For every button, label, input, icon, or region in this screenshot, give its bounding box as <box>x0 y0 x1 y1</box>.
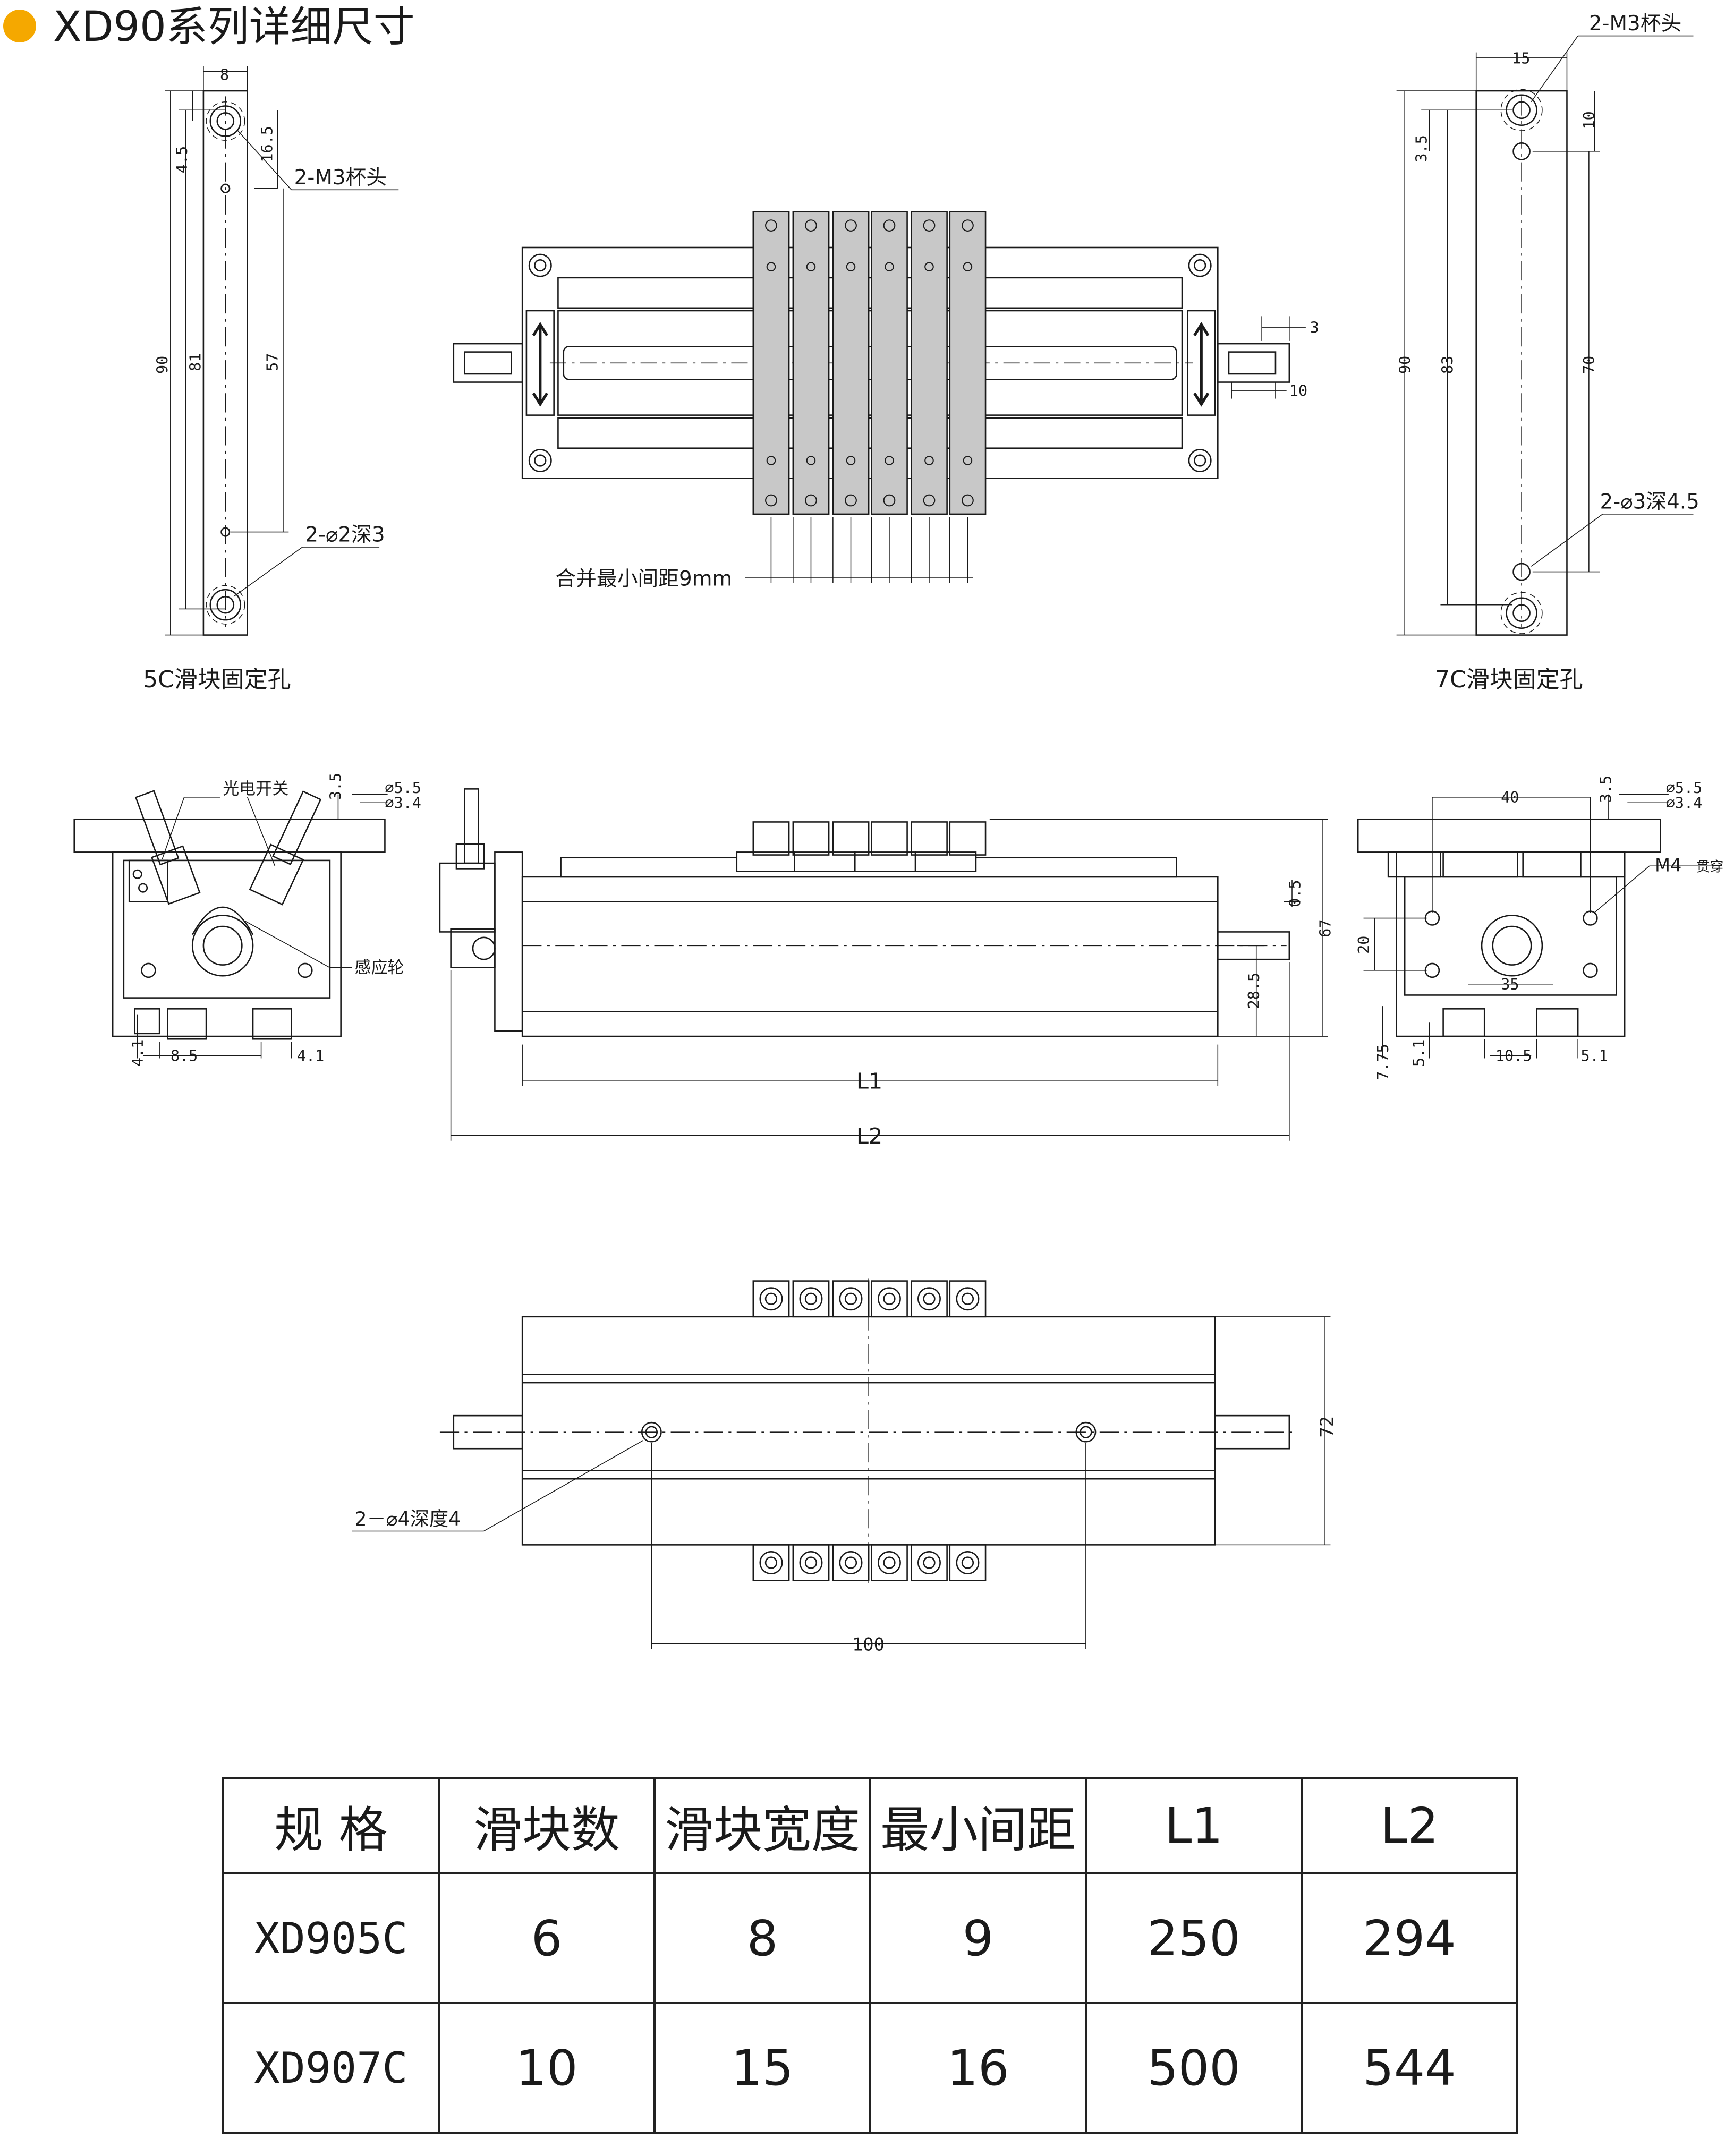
spec-table: 规 格 滑块数 滑块宽度 最小间距 L1 L2 XD905C 6 8 9 250… <box>222 1777 1518 2134</box>
orange-dot-icon <box>3 10 36 42</box>
dim-right-pitch: 35 <box>1501 976 1519 993</box>
table-cell: 544 <box>1301 2002 1518 2134</box>
callout-m4-sub: 贯穿 <box>1696 859 1724 875</box>
callout-m4: M4 <box>1655 855 1681 876</box>
callout-bottom-holes: 2－⌀4深度4 <box>355 1507 461 1530</box>
table-cell: 6 <box>438 1872 656 2004</box>
caption-7c: 7C滑块固定孔 <box>1435 666 1583 693</box>
table-header-cell: 滑块宽度 <box>653 1777 871 1874</box>
callout-7c-hole: 2-⌀3深4.5 <box>1600 490 1699 514</box>
dim-shaft-w: 10 <box>1289 382 1307 399</box>
table-header-cell: L1 <box>1085 1777 1303 1874</box>
table-cell: 250 <box>1085 1872 1303 2004</box>
view-5c: 8 4.5 16.5 90 81 57 2-M3杯头 2-⌀2深3 5C滑块固定… <box>143 66 399 693</box>
top-view: 3 10 合并最小间距9mm <box>453 211 1319 591</box>
dim-5c-pitch: 57 <box>264 353 282 371</box>
dim-left-h: 3.5 <box>327 773 345 800</box>
dim-side-gap: 0.5 <box>1287 880 1304 907</box>
dim-left-d1: ⌀5.5 <box>385 779 421 797</box>
technical-drawing: 8 4.5 16.5 90 81 57 2-M3杯头 2-⌀2深3 5C滑块固定… <box>73 12 1723 1655</box>
dim-left-l3: 4.1 <box>297 1047 324 1065</box>
dim-7c-w: 15 <box>1512 49 1530 67</box>
dim-right-e: 5.1 <box>1580 1047 1608 1065</box>
dim-5c-w: 8 <box>220 66 229 83</box>
table-header-row: 规 格 滑块数 滑块宽度 最小间距 L1 L2 <box>222 1777 1518 1874</box>
dim-right-c: 10.5 <box>1495 1047 1532 1065</box>
view-7c: 15 3.5 10 90 83 70 2-M3杯头 2-⌀3深4.5 7C滑块固… <box>1397 12 1699 693</box>
end-view-right: 40 3.5 ⌀5.5 ⌀3.4 20 35 7.75 5.1 10.5 5.1… <box>1355 776 1723 1080</box>
dim-5c-offset: 16.5 <box>258 126 276 162</box>
callout-min-gap: 合并最小间距9mm <box>555 567 732 591</box>
dim-left-l1: 4.1 <box>129 1039 147 1067</box>
dim-l1: L1 <box>856 1068 882 1094</box>
table-cell: 294 <box>1301 1872 1518 2004</box>
dim-bottom-pitch: 100 <box>852 1634 885 1655</box>
table-header-cell: 规 格 <box>222 1777 440 1874</box>
dim-7c-offset: 10 <box>1580 111 1598 129</box>
dim-right-v: 20 <box>1355 936 1373 954</box>
table-cell: 9 <box>869 1872 1087 2004</box>
callout-5c-m3: 2-M3杯头 <box>294 166 387 190</box>
dim-right-h: 3.5 <box>1597 776 1614 803</box>
dim-right-w: 40 <box>1501 789 1519 806</box>
dim-side-axis: 28.5 <box>1245 973 1263 1009</box>
dim-left-d2: ⌀3.4 <box>385 795 421 812</box>
caption-5c: 5C滑块固定孔 <box>143 666 291 693</box>
dim-left-l2: 8.5 <box>171 1047 198 1065</box>
dim-right-a: 7.75 <box>1374 1044 1392 1080</box>
dim-5c-top: 4.5 <box>173 146 191 173</box>
dim-right-d1: ⌀5.5 <box>1666 779 1702 797</box>
dim-right-b: 5.1 <box>1410 1039 1427 1067</box>
dim-7c-pitch: 70 <box>1580 356 1598 374</box>
page-title: XD90系列详细尺寸 <box>53 3 415 51</box>
table-row: XD905C 6 8 9 250 294 <box>222 1872 1518 2004</box>
header: XD90系列详细尺寸 <box>0 0 638 58</box>
table-cell: 10 <box>438 2002 656 2134</box>
dim-7c-top: 3.5 <box>1413 135 1431 162</box>
table-cell-model: XD907C <box>222 2002 440 2134</box>
dim-bottom-height: 72 <box>1317 1416 1338 1438</box>
dim-l2: L2 <box>856 1123 882 1149</box>
end-view-left: 3.5 ⌀5.5 ⌀3.4 4.1 8.5 4.1 光电开关 感应轮 <box>73 773 421 1067</box>
table-cell-model: XD905C <box>222 1872 440 2004</box>
dim-side-height: 67 <box>1316 919 1334 938</box>
table-cell: 8 <box>653 1872 871 2004</box>
label-sensor: 光电开关 <box>223 780 288 799</box>
table-header-cell: L2 <box>1301 1777 1518 1874</box>
table-header-cell: 滑块数 <box>438 1777 656 1874</box>
dim-7c-total: 90 <box>1397 356 1414 374</box>
dim-7c-mid: 83 <box>1439 356 1457 374</box>
side-view: 0.5 67 28.5 L1 L2 <box>439 788 1334 1149</box>
bottom-view: 100 72 2－⌀4深度4 <box>352 1278 1338 1655</box>
table-cell: 16 <box>869 2002 1087 2134</box>
table-cell: 15 <box>653 2002 871 2134</box>
table-header-cell: 最小间距 <box>869 1777 1087 1874</box>
dim-shaft: 3 <box>1310 319 1319 336</box>
callout-5c-hole: 2-⌀2深3 <box>305 523 385 547</box>
table-cell: 500 <box>1085 2002 1303 2134</box>
dim-5c-total: 90 <box>154 356 172 374</box>
dim-right-d2: ⌀3.4 <box>1666 795 1702 812</box>
callout-7c-m3: 2-M3杯头 <box>1589 12 1681 36</box>
table-row: XD907C 10 15 16 500 544 <box>222 2002 1518 2134</box>
dim-5c-mid: 81 <box>187 353 205 371</box>
label-wheel: 感应轮 <box>355 958 404 977</box>
